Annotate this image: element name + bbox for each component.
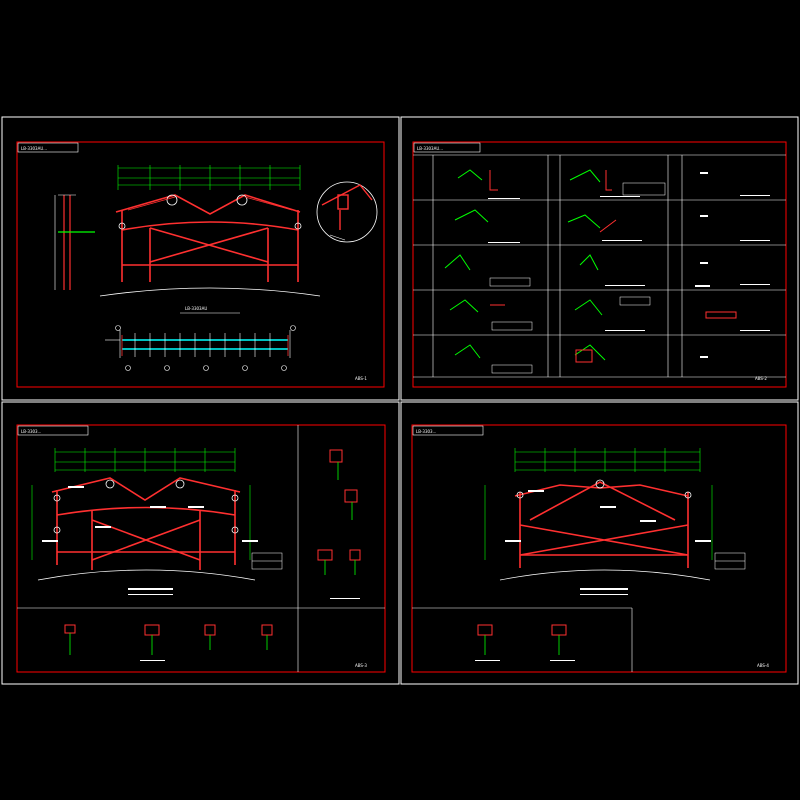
connection-details xyxy=(317,449,361,599)
sheet-2-title-block: LB-3303AU... xyxy=(417,146,443,151)
elevation-caption: LB-3303AU xyxy=(185,306,207,311)
sheet-4[interactable]: LB-3303... ABS-4 xyxy=(412,425,769,672)
sheet-1[interactable]: LB-3303AU... ABS-1 xyxy=(17,142,378,381)
bottom-details xyxy=(64,624,273,661)
sheet-4-title-box xyxy=(412,425,484,436)
sheet-2-title-box xyxy=(413,142,481,153)
sheet-frames xyxy=(16,141,787,673)
column-section xyxy=(58,195,95,290)
frame-elevation-2 xyxy=(31,448,283,595)
detail-grid xyxy=(413,154,786,378)
sheet-1-title-box xyxy=(17,142,79,153)
sheet-1-title-block: LB-3303AU... xyxy=(21,146,47,151)
sheet-4-title-block: LB-3303... xyxy=(416,429,436,434)
sheet-4-number: ABS-4 xyxy=(757,663,769,668)
detail-cells xyxy=(444,169,770,374)
plan-strip xyxy=(105,325,296,371)
frame-elevation-3 xyxy=(484,448,746,595)
sheet-2-number: ABS-2 xyxy=(755,376,767,381)
sheet-3-title-block: LB-3303... xyxy=(21,429,41,434)
sheet-3-title-box xyxy=(17,425,89,436)
sheet-2[interactable]: LB-3303AU... ABS-2 xyxy=(413,142,786,381)
sheet-4-dividers xyxy=(412,607,633,672)
bottom-details-2 xyxy=(475,624,575,661)
sheet-1-number: ABS-1 xyxy=(355,376,367,381)
sheet-3[interactable]: LB-3303... ABS-3 xyxy=(17,425,385,672)
sheet-3-number: ABS-3 xyxy=(355,663,367,668)
sheet-borders xyxy=(1,116,799,685)
column-dims xyxy=(54,194,76,290)
detail-circle xyxy=(316,181,378,243)
frame-elevation xyxy=(99,165,321,297)
sheet-3-dividers xyxy=(17,425,385,672)
